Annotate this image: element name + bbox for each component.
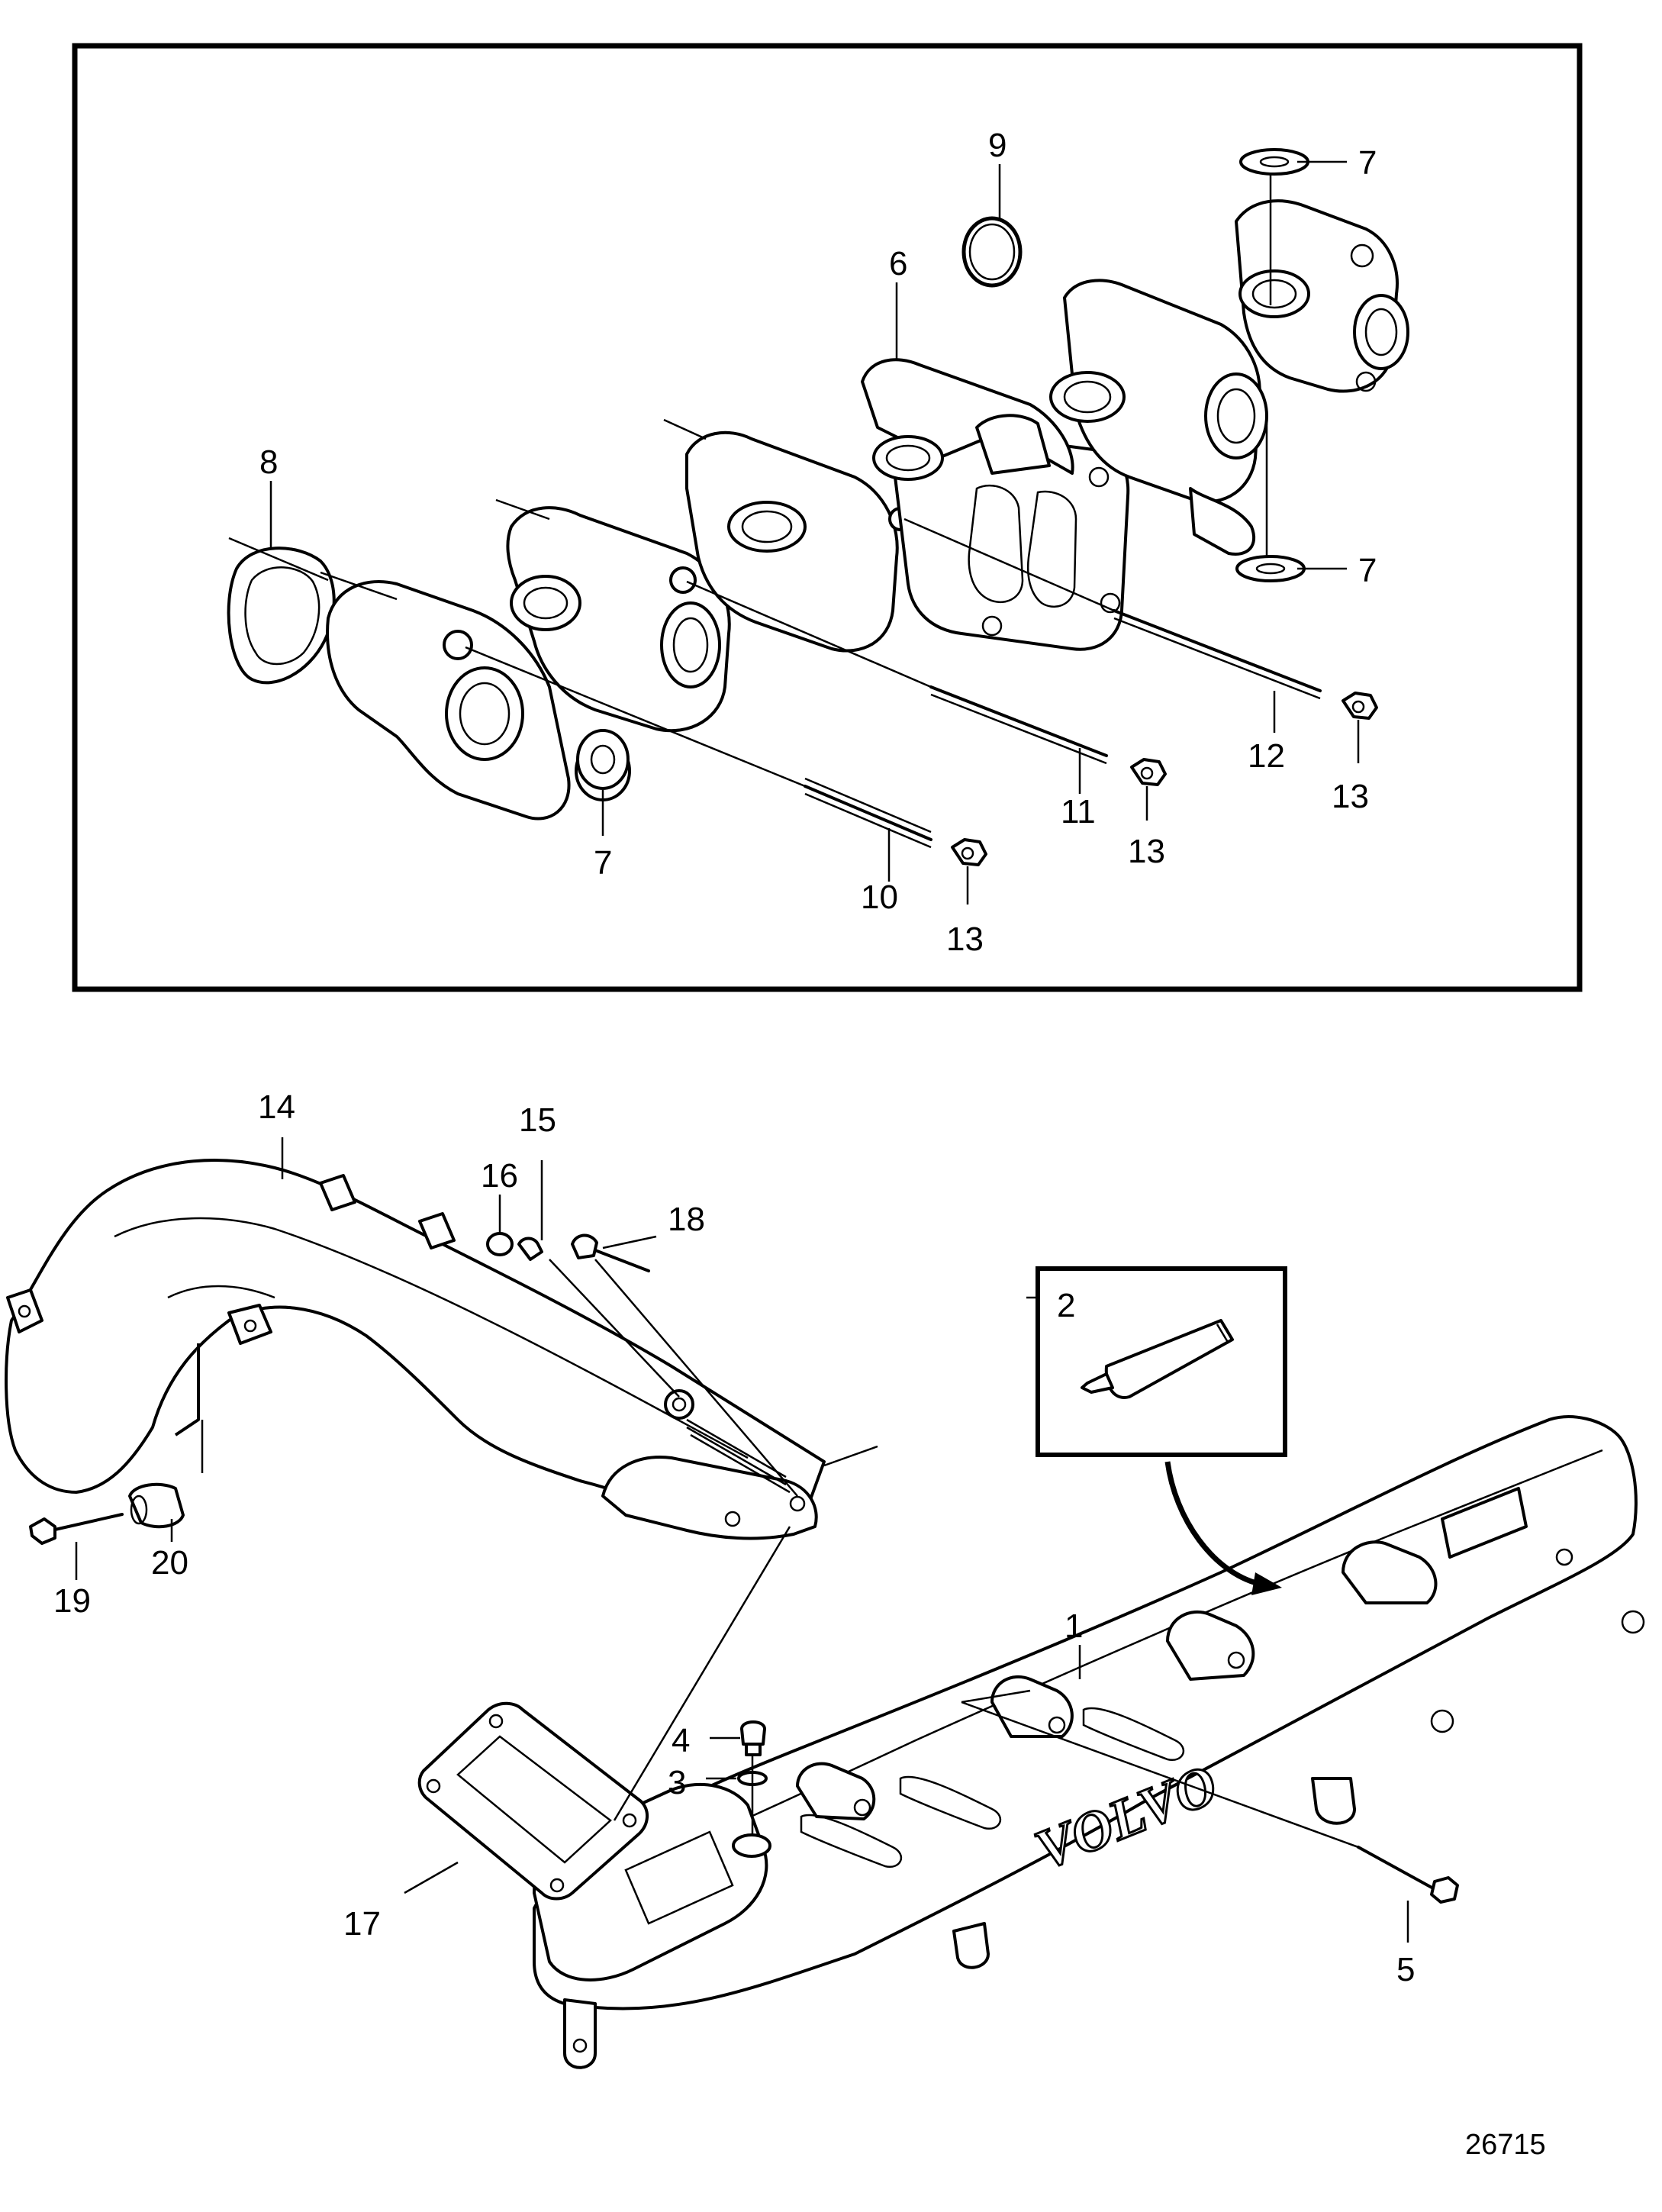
callout-11: 11	[1061, 793, 1096, 830]
stud-12-icon	[1113, 609, 1322, 700]
plug-16-icon	[486, 1232, 514, 1256]
callout-labels: 9 7 6 8 7 12 13 11 13 7 10 13 14 15 16 1…	[53, 127, 1546, 2161]
callout-13-mid: 13	[1128, 833, 1165, 870]
o-ring-icon	[961, 216, 1023, 288]
stud-10-icon	[804, 777, 932, 849]
manifold-section-2	[506, 506, 731, 733]
callout-14: 14	[258, 1088, 295, 1126]
callout-6: 6	[889, 245, 907, 282]
sealant-arrowhead-icon	[1251, 1572, 1282, 1595]
callout-10: 10	[861, 879, 898, 916]
callout-7-front: 7	[594, 844, 612, 882]
bolt-5-icon	[1357, 1846, 1459, 1904]
callout-17: 17	[343, 1905, 381, 1943]
callout-4: 4	[672, 1722, 690, 1759]
callout-1: 1	[1065, 1607, 1083, 1645]
callout-3: 3	[668, 1764, 686, 1801]
callout-5: 5	[1396, 1951, 1415, 1988]
drawing-number: 26715	[1465, 2129, 1546, 2161]
sealant-arrow-icon	[1164, 1461, 1260, 1587]
callout-12: 12	[1248, 737, 1285, 775]
bolt-15-icon	[517, 1237, 543, 1261]
sealant-frame	[1036, 1266, 1287, 1457]
intake-pipe-icon	[5, 1159, 826, 1540]
callout-2: 2	[1057, 1287, 1075, 1324]
gasket-8-icon	[227, 547, 336, 685]
turbo-flange	[891, 434, 1130, 651]
nut-13-c-icon	[1342, 692, 1378, 720]
stud-11-icon	[929, 685, 1108, 765]
callout-7-right: 7	[1358, 552, 1377, 589]
washer-right-icon	[1235, 555, 1306, 582]
plug-4-icon	[740, 1720, 766, 1756]
callout-7-top: 7	[1358, 144, 1377, 182]
exhaust-manifold-frame	[72, 43, 1583, 992]
exhaust-manifold-icon	[227, 148, 1409, 866]
callout-16: 16	[481, 1157, 518, 1195]
sealant-tube-icon	[1081, 1319, 1234, 1399]
nut-13-a-icon	[951, 838, 987, 866]
manifold-section-4	[861, 358, 1074, 481]
callout-13-front: 13	[946, 921, 984, 958]
bolt-18-icon	[571, 1233, 650, 1272]
spacer-20-icon	[128, 1482, 185, 1529]
gasket-17-icon	[417, 1701, 649, 1901]
leader-lines-lower	[75, 1137, 1409, 1943]
callout-18: 18	[668, 1201, 705, 1238]
callout-15: 15	[519, 1101, 556, 1139]
callout-13-right: 13	[1332, 778, 1369, 815]
callout-19: 19	[53, 1582, 91, 1620]
leader-lines-upper	[228, 160, 1360, 904]
callout-20: 20	[151, 1544, 188, 1582]
manifold-section-5	[1049, 279, 1268, 556]
manifold-section-rear	[1235, 199, 1409, 393]
bolt-19-icon	[29, 1513, 124, 1545]
washer-front-icon	[576, 729, 630, 790]
callout-9: 9	[988, 127, 1007, 164]
callout-8: 8	[259, 443, 278, 481]
plug-seat-icon	[732, 1833, 771, 1858]
nut-13-b-icon	[1130, 758, 1167, 786]
